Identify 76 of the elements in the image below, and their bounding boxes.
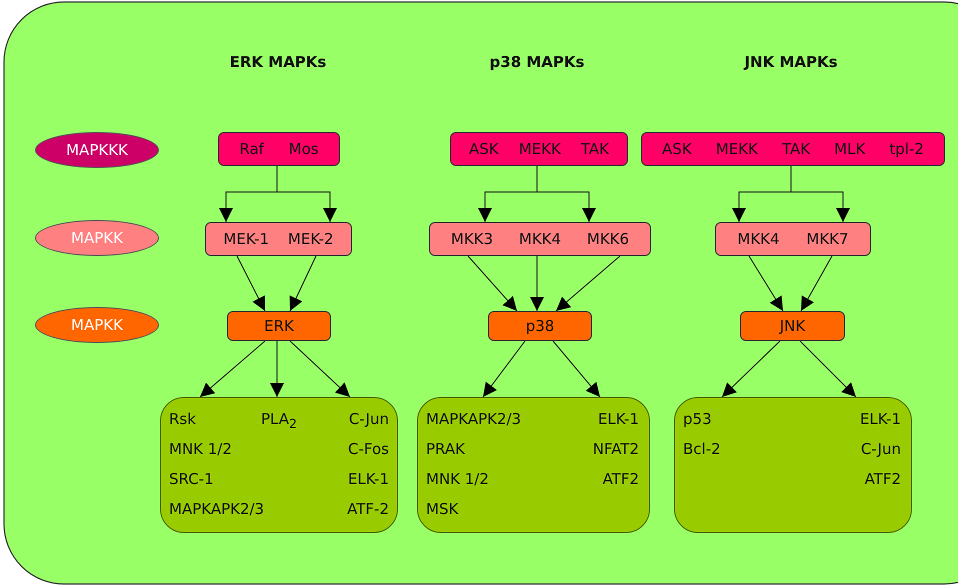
column-heading: ERK MAPKs xyxy=(230,53,326,71)
kinase-box xyxy=(218,132,340,166)
arrow xyxy=(290,340,350,398)
kinase-box xyxy=(450,132,628,166)
arrow xyxy=(556,256,620,312)
arrow xyxy=(722,340,780,398)
column-heading: p38 MAPKs xyxy=(490,53,584,71)
protein-label: ELK-1 xyxy=(598,410,639,428)
arrow xyxy=(552,340,600,398)
protein-label: p53 xyxy=(683,410,712,428)
kinase-box xyxy=(740,311,845,341)
protein-label: MAPKK xyxy=(71,229,123,247)
column-heading: JNK MAPKs xyxy=(744,53,838,71)
protein-label: MAPKK xyxy=(71,316,123,334)
kinase-box xyxy=(205,222,352,256)
protein-label: MKK4 xyxy=(518,230,562,248)
protein-label: ERK xyxy=(264,317,294,335)
protein-label: ASK xyxy=(469,140,499,158)
arrow xyxy=(800,340,856,398)
protein-label: C-Jun xyxy=(348,410,389,428)
protein-label: MEKK xyxy=(518,140,561,158)
kinase-box xyxy=(715,222,871,256)
protein-label: MEKK xyxy=(716,140,758,158)
protein-label: NFAT2 xyxy=(592,440,639,458)
protein-label: ELK-1 xyxy=(348,470,389,488)
protein-label: MNK 1/2 xyxy=(169,440,232,458)
protein-label: ATF2 xyxy=(602,470,639,488)
kinase-box xyxy=(488,311,592,341)
protein-label: Rsk xyxy=(169,410,196,428)
protein-label: MKK6 xyxy=(586,230,630,248)
protein-label: MEK-1 xyxy=(223,230,270,248)
protein-label: MKK4 xyxy=(737,230,780,248)
substrate-panel xyxy=(674,397,912,533)
protein-label: C-Fos xyxy=(348,440,389,458)
protein-label: PLA$_{2}$ xyxy=(261,410,297,431)
protein-label: p38 xyxy=(526,317,554,335)
protein-label: MNK 1/2 xyxy=(426,470,489,488)
protein-label: JNK xyxy=(780,317,806,335)
arrow xyxy=(236,256,266,312)
arrow xyxy=(276,166,337,222)
kinase-box xyxy=(429,222,651,256)
arrow xyxy=(270,340,284,398)
kinase-box xyxy=(227,311,331,341)
arrow xyxy=(200,340,266,398)
protein-label: PRAK xyxy=(426,440,465,458)
protein-label: Bcl-2 xyxy=(683,440,721,458)
protein-label: C-Jun xyxy=(860,440,901,458)
protein-label: MAPKAPK2/3 xyxy=(426,410,522,428)
protein-label: tpl-2 xyxy=(889,140,924,158)
protein-label: ASK xyxy=(662,140,692,158)
arrow xyxy=(482,340,526,398)
protein-label: MLK xyxy=(834,140,866,158)
protein-label: ELK-1 xyxy=(860,410,901,428)
protein-label: Mos xyxy=(288,140,319,158)
protein-label: TAK xyxy=(580,140,609,158)
protein-label: MSK xyxy=(426,500,458,518)
protein-label: ATF-2 xyxy=(347,500,389,518)
protein-label: Raf xyxy=(239,140,264,158)
kinase-box xyxy=(641,132,945,166)
protein-label: MKK3 xyxy=(450,230,494,248)
protein-label: MAPKKK xyxy=(66,141,128,159)
arrow xyxy=(468,256,518,312)
protein-label: SRC-1 xyxy=(169,470,214,488)
arrow xyxy=(290,256,316,312)
protein-label: MEK-2 xyxy=(288,230,334,248)
protein-label: MAPKAPK2/3 xyxy=(169,500,264,518)
arrow xyxy=(800,256,832,312)
arrow xyxy=(530,256,544,312)
protein-label: TAK xyxy=(782,140,810,158)
protein-label: ATF2 xyxy=(864,470,901,488)
substrate-panel xyxy=(417,397,650,533)
arrow xyxy=(748,256,784,312)
arrow xyxy=(536,166,596,222)
protein-label: MKK7 xyxy=(806,230,849,248)
substrate-panel xyxy=(160,397,398,533)
arrow xyxy=(790,166,850,222)
